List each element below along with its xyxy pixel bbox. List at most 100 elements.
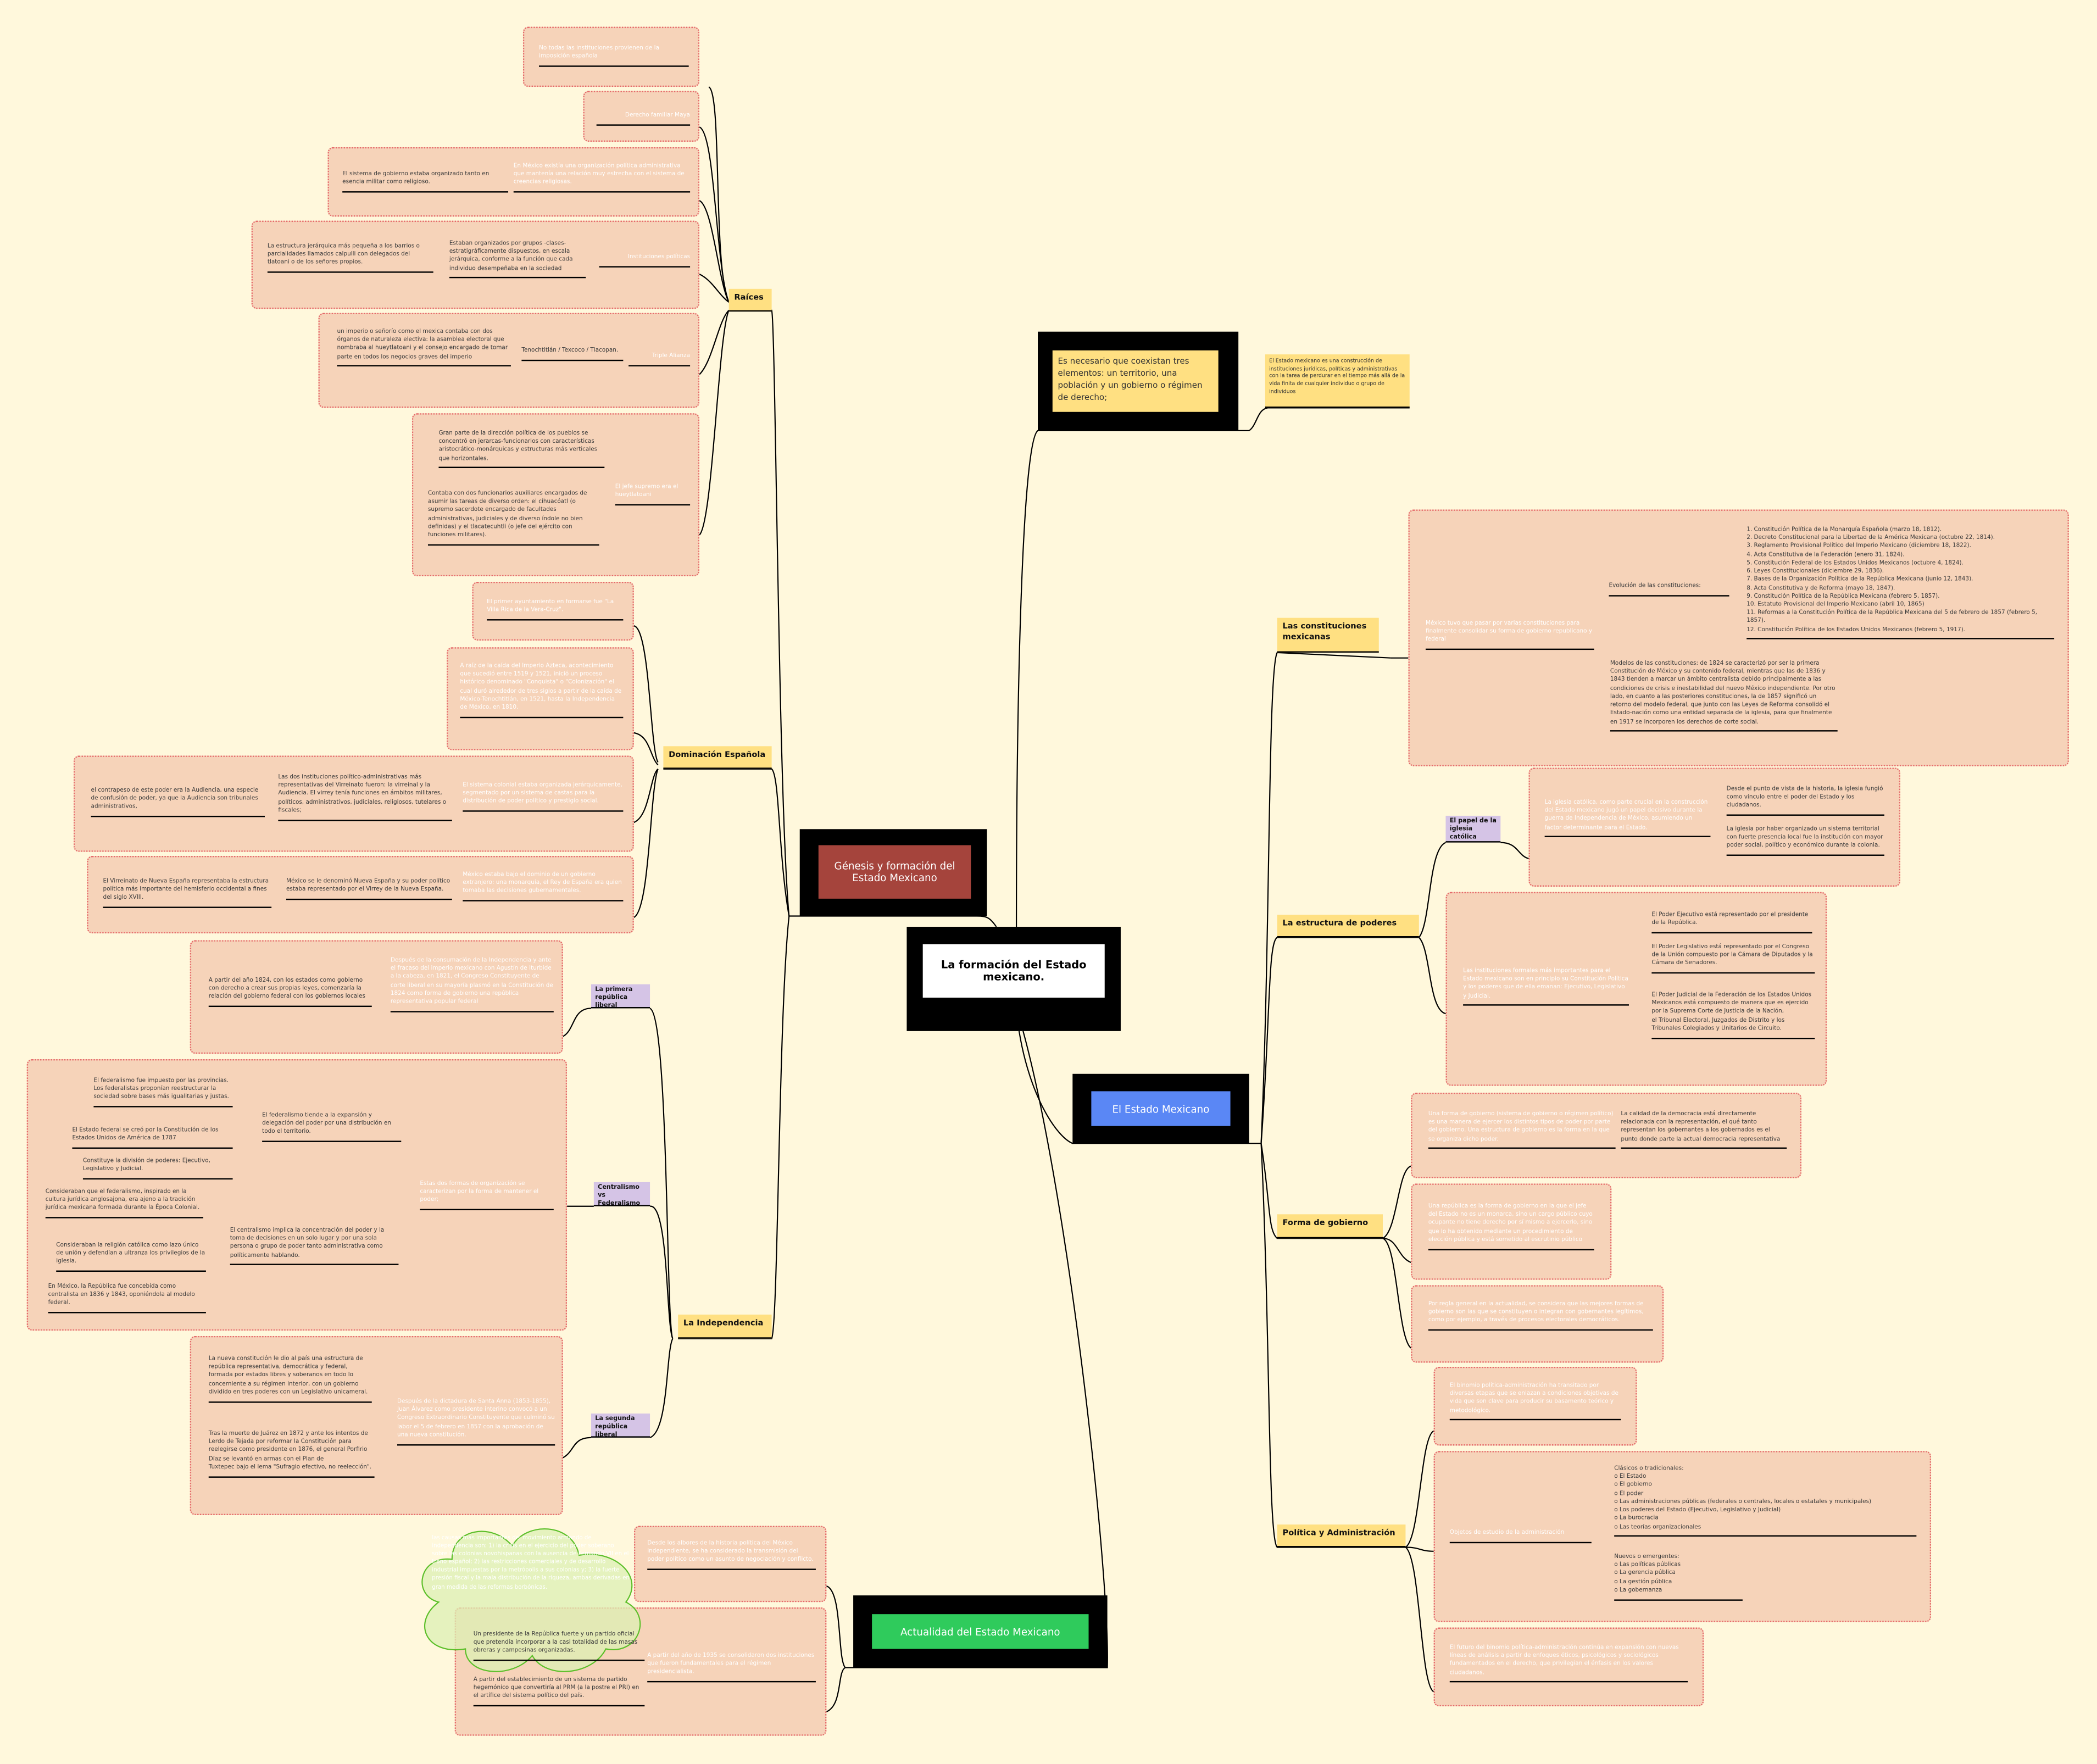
forma-box-2 <box>1411 1183 1612 1280</box>
label-poderes[interactable]: La estructura de poderes <box>1277 915 1419 938</box>
genesis-node[interactable]: Génesis y formación del Estado Mexicano <box>799 829 987 916</box>
politica-box-1 <box>1433 1366 1637 1446</box>
iglesia-child-1[interactable]: Desde el punto de vista de la historia, … <box>1726 786 1884 816</box>
raices-node-5-child[interactable]: Tenochtitlán / Texcoco / Tlacopan. <box>521 348 624 361</box>
forma-node-3[interactable]: Por regla general en la actualidad, se c… <box>1428 1301 1653 1331</box>
dominacion-box-3 <box>73 755 634 852</box>
segunda-republica-box <box>190 1335 563 1516</box>
nuevos-list[interactable]: Nuevos o emergentes: o Las políticas púb… <box>1614 1554 1743 1600</box>
dominacion-node-2[interactable]: A raíz de la caída del Imperio Azteca, a… <box>460 663 624 718</box>
constituciones-text[interactable]: México tuvo que pasar por varias constit… <box>1425 621 1594 650</box>
estado-node[interactable]: El Estado Mexicano <box>1072 1073 1249 1144</box>
raices-node-4[interactable]: Instituciones políticas <box>599 254 691 268</box>
forma-node-1-child[interactable]: La calidad de la democracia está directa… <box>1621 1111 1787 1149</box>
elementos-child[interactable]: El Estado mexicano es una construcción d… <box>1265 354 1410 408</box>
raices-node-6-child-1[interactable]: Gran parte de la dirección política de l… <box>438 431 605 469</box>
iglesia-text[interactable]: La iglesia católica, como parte crucial … <box>1544 800 1711 838</box>
modelos-node[interactable]: Modelos de las constituciones: de 1824 s… <box>1610 661 1838 732</box>
primera-republica-text[interactable]: Después de la consumación de la Independ… <box>390 958 554 1012</box>
dominacion-box-2 <box>447 647 634 750</box>
raices-node-5-grandchild[interactable]: un imperio o señorío como el mexica cont… <box>337 329 511 367</box>
segunda-republica-child-1[interactable]: La nueva constitución le dio al país una… <box>208 1356 372 1403</box>
federalismo-item-2[interactable]: El Estado federal se creó por la Constit… <box>72 1127 233 1149</box>
dominacion-node-4-grandchild[interactable]: El Virreinato de Nueva España representa… <box>103 878 272 909</box>
elementos-text: Es necesario que coexistan tres elemento… <box>1052 350 1219 412</box>
dominacion-node-3-child[interactable]: Las dos instituciones político-administr… <box>278 774 452 821</box>
actualidad-node-2-child-2[interactable]: A partir del establecimiento de un siste… <box>473 1677 645 1707</box>
raices-node-4-child[interactable]: Estaban organizados por grupos -clases- … <box>449 241 586 279</box>
root-node[interactable]: La formación del Estado mexicano. <box>906 926 1121 1031</box>
centralismo-text[interactable]: Estas dos formas de organización se cara… <box>420 1181 554 1211</box>
dominacion-node-1[interactable]: El primer ayuntamiento en formarse fue "… <box>487 599 624 621</box>
elementos-node[interactable]: Es necesario que coexistan tres elemento… <box>1038 331 1239 431</box>
centralismo-item-1[interactable]: Consideraban que el federalismo, inspira… <box>45 1189 204 1219</box>
politica-node-3[interactable]: El futuro del binomio política-administr… <box>1449 1645 1688 1683</box>
raices-node-6[interactable]: El jefe supremo era el hueytlatoani <box>615 484 691 506</box>
forma-box-1 <box>1411 1092 1802 1178</box>
federalismo-item-1[interactable]: El federalismo fue impuesto por las prov… <box>93 1078 233 1108</box>
dominacion-node-4-child[interactable]: México se le denominó Nueva España y su … <box>286 878 452 900</box>
dominacion-node-3[interactable]: El sistema colonial estaba organizada je… <box>463 782 624 813</box>
poder-legislativo[interactable]: El Poder Legislativo está representado p… <box>1651 944 1815 974</box>
raices-box-5 <box>318 313 700 408</box>
politica-box-3 <box>1433 1627 1704 1707</box>
raices-node-4-grandchild[interactable]: La estructura jerárquica más pequeña a l… <box>267 243 433 273</box>
raices-node-3-child[interactable]: El sistema de gobierno estaba organizado… <box>342 171 509 193</box>
clasicos-list[interactable]: Clásicos o tradicionales: o El Estado o … <box>1614 1466 1917 1537</box>
politica-node-2[interactable]: Objetos de estudio de la administración <box>1449 1530 1592 1543</box>
dominacion-node-3-grandchild[interactable]: el contrapeso de este poder era la Audie… <box>91 788 265 817</box>
label-politica[interactable]: Política y Administración <box>1277 1524 1406 1548</box>
primera-republica-child[interactable]: A partir del año 1824, con los estados c… <box>208 977 372 1008</box>
raices-box-4 <box>251 220 700 309</box>
iglesia-box <box>1528 767 1901 887</box>
centralismo-item-3[interactable]: En México, la República fue concebida co… <box>48 1284 206 1314</box>
politica-node-1[interactable]: El binomio política-administración ha tr… <box>1449 1383 1621 1421</box>
label-segunda-republica[interactable]: La segunda república liberal <box>591 1414 650 1439</box>
dominacion-node-4[interactable]: México estaba bajo el dominio de un gobi… <box>463 872 624 902</box>
iglesia-child-2[interactable]: La iglesia por haber organizado un siste… <box>1726 826 1884 856</box>
forma-box-3 <box>1411 1285 1664 1363</box>
cloud-note[interactable]: las causas más importantes del movimient… <box>432 1534 630 1590</box>
poder-judicial[interactable]: El Poder Judicial de la Federación de lo… <box>1651 992 1815 1039</box>
label-centralismo[interactable]: Centralismo vs Federalismo <box>593 1182 650 1207</box>
actualidad-box-1 <box>633 1526 827 1602</box>
raices-box-1 <box>522 26 700 87</box>
label-iglesia[interactable]: El papel de la iglesia católica <box>1445 815 1501 843</box>
poderes-text[interactable]: Las instituciones formales más important… <box>1463 968 1629 1006</box>
centralismo-node[interactable]: El centralismo implica la concentración … <box>230 1228 399 1266</box>
root-title: La formación del Estado mexicano. <box>922 944 1105 998</box>
raices-box-2 <box>583 91 700 142</box>
centralismo-item-2[interactable]: Consideraban la religión católica como l… <box>56 1242 206 1272</box>
raices-node-3[interactable]: En México existía una organización polít… <box>513 163 691 193</box>
evolucion-node[interactable]: Evolución de las constituciones: <box>1609 583 1729 597</box>
label-constituciones[interactable]: Las constituciones mexicanas <box>1277 617 1379 653</box>
label-forma-gobierno[interactable]: Forma de gobierno <box>1277 1214 1383 1239</box>
raices-box-3 <box>327 147 700 217</box>
actualidad-node-2[interactable]: A partir del año de 1935 se consolidaron… <box>647 1653 816 1683</box>
label-primera-republica[interactable]: La primera república liberal <box>591 984 650 1010</box>
actualidad-node-2-child-1[interactable]: Un presidente de la República fuerte y u… <box>473 1632 645 1661</box>
label-dominacion[interactable]: Dominación Española <box>663 746 772 769</box>
forma-node-1[interactable]: Una forma de gobierno (sistema de gobier… <box>1428 1111 1616 1149</box>
poderes-box <box>1445 892 1827 1086</box>
segunda-republica-child-2[interactable]: Tras la muerte de Juárez en 1872 y ante … <box>208 1431 375 1477</box>
raices-node-6-child-2[interactable]: Contaba con dos funcionarios auxiliares … <box>427 491 599 546</box>
raices-node-5[interactable]: Triple Alianza <box>628 353 691 366</box>
raices-node-1[interactable]: No todas las instituciones provienen de … <box>539 46 689 67</box>
actualidad-node-1[interactable]: Desde los albores de la historia polític… <box>647 1540 816 1571</box>
actualidad-node[interactable]: Actualidad del Estado Mexicano <box>853 1595 1108 1668</box>
poder-ejecutivo[interactable]: El Poder Ejecutivo está representado por… <box>1651 912 1812 933</box>
centralismo-box <box>26 1059 568 1331</box>
actualidad-title: Actualidad del Estado Mexicano <box>872 1614 1089 1649</box>
segunda-republica-text[interactable]: Después de la dictadura de Santa Anna (1… <box>397 1399 555 1445</box>
raices-node-2[interactable]: Derecho familiar Maya <box>596 112 691 126</box>
federalismo-node[interactable]: El federalismo tiende a la expansión y d… <box>262 1112 402 1143</box>
label-raices[interactable]: Raíces <box>728 288 772 312</box>
label-independencia[interactable]: La Independencia <box>678 1314 772 1339</box>
constituciones-list[interactable]: 1. Constitución Política de la Monarquía… <box>1746 527 2055 640</box>
forma-node-2[interactable]: Una república es la forma de gobierno en… <box>1428 1204 1594 1250</box>
federalismo-item-3[interactable]: Constituye la división de poderes: Ejecu… <box>82 1158 233 1179</box>
raices-box-6 <box>411 413 700 577</box>
